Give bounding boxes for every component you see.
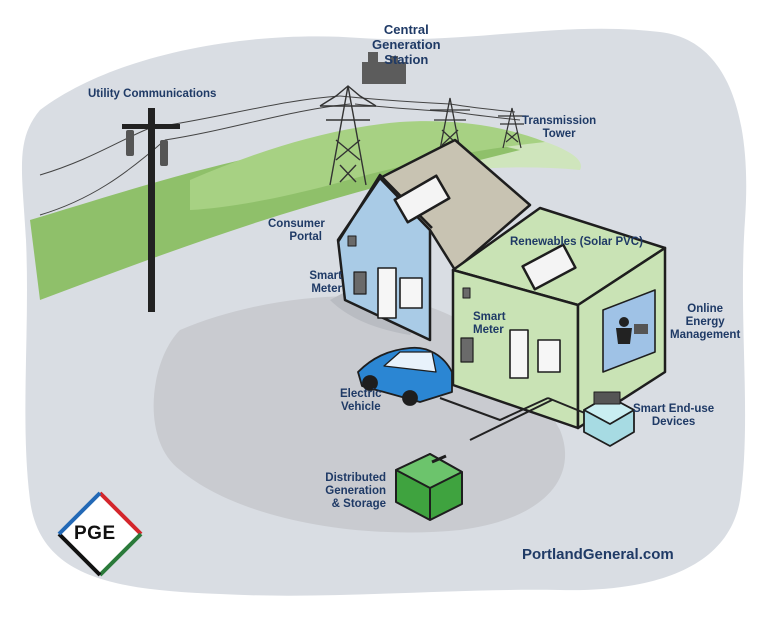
electric-vehicle-label: Electric Vehicle — [340, 388, 382, 414]
electric-vehicle — [357, 346, 453, 406]
central-generation-station — [362, 52, 406, 84]
smart-end-use-text: Smart End-use Devices — [633, 403, 715, 428]
distributed-generation-text: Distributed Generation & Storage — [325, 472, 386, 510]
utility-pole — [122, 108, 180, 312]
transmission-tower-1 — [319, 85, 377, 186]
person-at-computer — [616, 317, 648, 344]
blue-house — [336, 138, 532, 342]
distributed-generation-label: Distributed Generation & Storage — [318, 472, 386, 511]
smart-meter-text-2: Smart Meter — [473, 311, 506, 336]
online-energy-text: Online Energy Management — [670, 303, 741, 341]
pge-logo — [57, 491, 143, 577]
smart-meter-label-1: Smart Meter — [298, 270, 342, 296]
smart-meter-text-1: Smart Meter — [309, 270, 342, 295]
pge-logo-text: PGE — [74, 523, 116, 544]
website-url[interactable]: PortlandGeneral.com — [522, 546, 674, 563]
consumer-portal-label: Consumer Portal — [268, 218, 325, 244]
transmission-tower-2 — [430, 97, 470, 161]
smart-end-use-label: Smart End-use Devices — [633, 403, 714, 429]
consumer-portal-text: Consumer Portal — [268, 218, 325, 243]
transmission-tower-3 — [498, 107, 526, 149]
smart-meter-label-2: Smart Meter — [473, 311, 506, 337]
utility-communications-label: Utility Communications — [88, 88, 217, 100]
electric-vehicle-text: Electric Vehicle — [340, 388, 382, 413]
transmission-tower-label: Transmission Tower — [522, 115, 596, 141]
central-generation-text: Central Generation Station — [372, 22, 441, 67]
central-generation-label: Central Generation Station — [372, 22, 441, 67]
renewables-label: Renewables (Solar PVC) — [510, 236, 643, 248]
smart-end-use-device — [583, 391, 635, 447]
transmission-tower-text: Transmission Tower — [522, 115, 597, 140]
online-energy-label: Online Energy Management — [670, 303, 740, 342]
distributed-generation-box — [395, 453, 463, 521]
